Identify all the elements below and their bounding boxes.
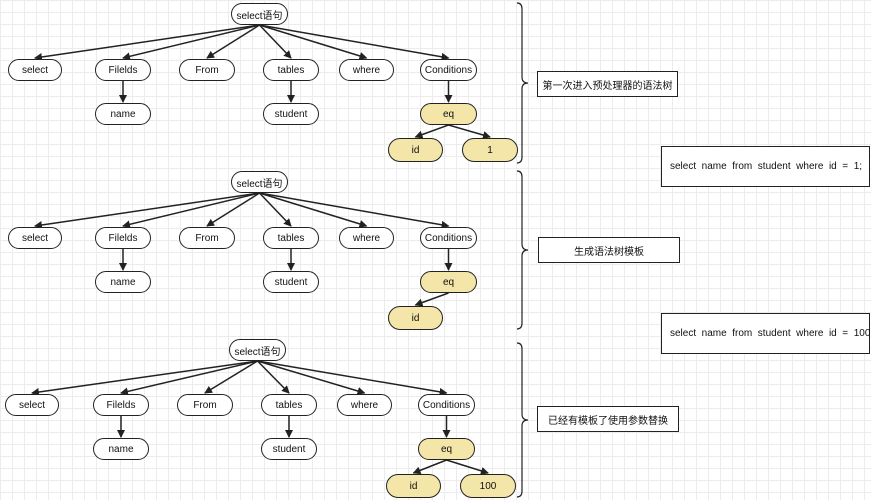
tree3-id-node[interactable]: id [386, 474, 441, 498]
tree2-conditions-node[interactable]: Conditions [420, 227, 477, 249]
tree1-edge-root-select [34, 24, 260, 61]
sql-query-1[interactable]: select name from student where id = 1; [661, 146, 870, 187]
tree3-from-node[interactable]: From [177, 394, 233, 416]
tree2-root-node[interactable]: select语句 [231, 171, 288, 193]
tree3-edge-root-tables [256, 360, 290, 394]
stage3-label[interactable]: 已经有模板了使用参数替换 [537, 406, 679, 432]
tree3-eq-node[interactable]: eq [418, 438, 475, 460]
tree2-edge-root-conditions [259, 192, 450, 229]
tree2-edge-root-select [34, 192, 260, 229]
sql-query-2[interactable]: select name from student where id = 100; [661, 313, 871, 354]
tree2-name-node[interactable]: name [95, 271, 151, 293]
tree1-edge-root-where [259, 24, 368, 60]
stage1-label[interactable]: 第一次进入预处理器的语法树 [537, 71, 678, 97]
tree3-conditions-node[interactable]: Conditions [418, 394, 475, 416]
tree3-select-node[interactable]: select [5, 394, 59, 416]
tree3-where-node[interactable]: where [337, 394, 392, 416]
tree2-tables-node[interactable]: tables [263, 227, 319, 249]
tree1-edge-root-from [206, 24, 260, 59]
tree1-edge-root-conditions [259, 24, 450, 61]
tree1-where-node[interactable]: where [339, 59, 394, 81]
tree2-from-node[interactable]: From [179, 227, 235, 249]
tree1-edge-root-fields [122, 24, 260, 61]
tree1-select-node[interactable]: select [8, 59, 62, 81]
tree2-student-node[interactable]: student [263, 271, 319, 293]
tree1-value-node[interactable]: 1 [462, 138, 518, 162]
tree1-edge-root-tables [258, 24, 292, 59]
tree1-fields-node[interactable]: Filelds [95, 59, 151, 81]
tree2-edge-root-where [259, 192, 368, 228]
tree3-student-node[interactable]: student [261, 438, 317, 460]
tree1-id-node[interactable]: id [388, 138, 443, 162]
tree3-edge-root-select [31, 360, 258, 396]
tree1-from-node[interactable]: From [179, 59, 235, 81]
tree1-eq-node[interactable]: eq [420, 103, 477, 125]
tree1-student-node[interactable]: student [263, 103, 319, 125]
tree2-select-node[interactable]: select [8, 227, 62, 249]
tree3-fields-node[interactable]: Filelds [93, 394, 149, 416]
tree1-conditions-node[interactable]: Conditions [420, 59, 477, 81]
tree1-edge-eq-value [448, 124, 491, 139]
tree2-where-node[interactable]: where [339, 227, 394, 249]
tree2-edge-root-fields [122, 192, 260, 229]
tree2-brace [516, 170, 529, 330]
tree2-id-node[interactable]: id [388, 306, 443, 330]
tree1-name-node[interactable]: name [95, 103, 151, 125]
stage2-label[interactable]: 生成语法树模板 [538, 237, 680, 263]
tree3-name-node[interactable]: name [93, 438, 149, 460]
tree3-edge-eq-value [446, 459, 489, 475]
tree3-edge-root-where [257, 360, 366, 395]
tree1-brace [516, 2, 529, 164]
tree3-edge-root-conditions [257, 360, 448, 396]
tree3-tables-node[interactable]: tables [261, 394, 317, 416]
tree3-value-node[interactable]: 100 [460, 474, 516, 498]
tree2-fields-node[interactable]: Filelds [95, 227, 151, 249]
tree1-root-node[interactable]: select语句 [231, 3, 288, 25]
tree3-brace [516, 342, 529, 498]
tree3-root-node[interactable]: select语句 [229, 339, 286, 361]
tree2-edge-eq-id [414, 292, 449, 307]
tree1-tables-node[interactable]: tables [263, 59, 319, 81]
tree3-edge-root-from [204, 360, 258, 394]
tree2-edge-root-tables [258, 192, 292, 227]
tree2-edge-root-from [206, 192, 260, 227]
tree3-edge-eq-id [412, 459, 447, 475]
tree2-eq-node[interactable]: eq [420, 271, 477, 293]
tree3-edge-root-fields [120, 360, 258, 396]
tree1-edge-eq-id [414, 124, 449, 139]
